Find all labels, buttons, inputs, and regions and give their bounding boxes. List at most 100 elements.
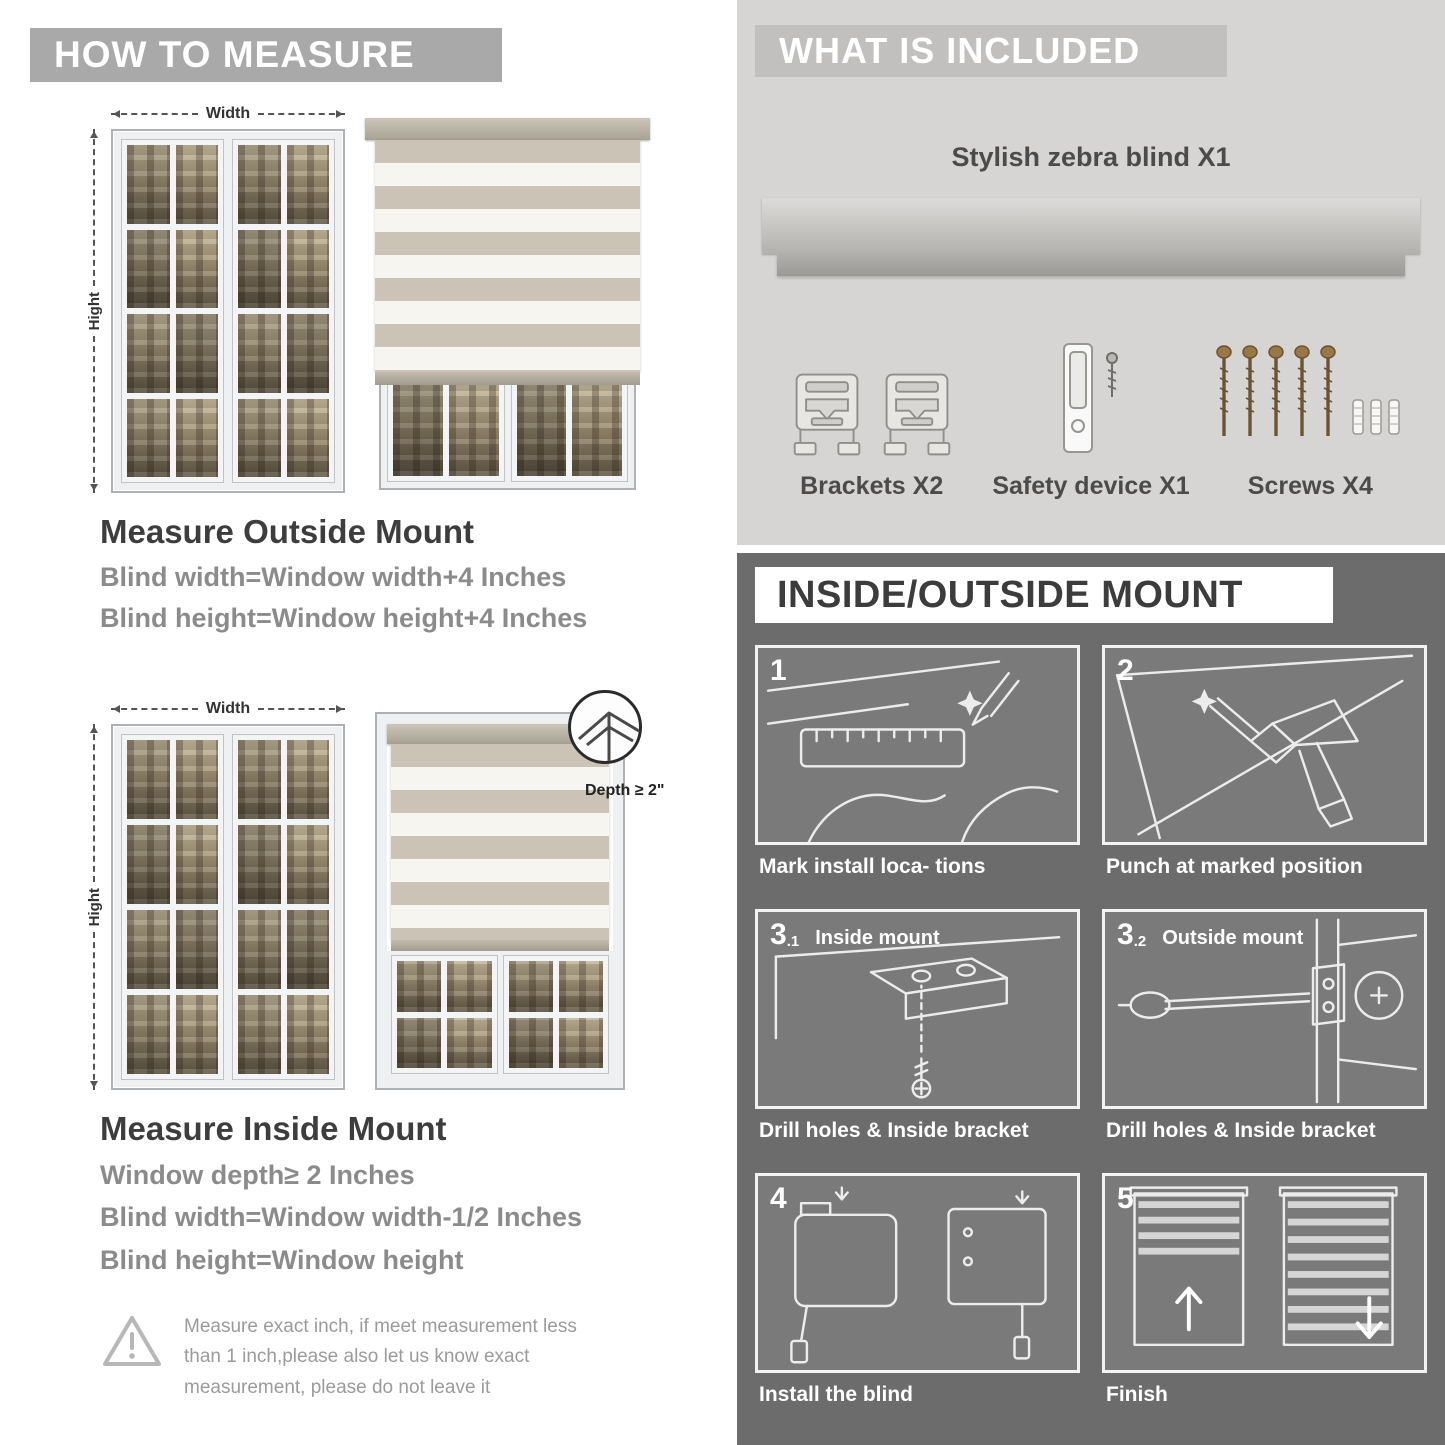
window-pane [238, 314, 281, 393]
screws-label: Screws X4 [1247, 472, 1373, 500]
step-2: 2 [1102, 645, 1427, 879]
window-pane [508, 961, 553, 1012]
window-pane [175, 825, 218, 904]
window-pane [397, 1017, 442, 1068]
window-pane [175, 145, 218, 224]
how-to-measure-header: HOW TO MEASURE [30, 28, 502, 82]
measurement-warning: Measure exact inch, if meet measurement … [100, 1312, 577, 1403]
step-number-sub: .1 [786, 933, 800, 950]
window-pane [286, 740, 329, 819]
step-1-head: 1 [770, 656, 803, 686]
blind-bottom-rail [391, 940, 609, 951]
window-pane [397, 961, 442, 1012]
window-sash [121, 734, 224, 1080]
depth-zoom-circle [568, 690, 642, 764]
step-2-head: 2 [1117, 656, 1150, 686]
outside-mount-title: Measure Outside Mount [100, 513, 475, 550]
zebra-blind-headrail-lip [777, 254, 1405, 276]
window-sash [232, 734, 335, 1080]
inside-outside-mount-section: INSIDE/OUTSIDE MOUNT 1 [737, 553, 1445, 1445]
included-items-row: Brackets X2 [762, 322, 1420, 501]
width-arrow-line-left [111, 705, 198, 713]
window-pane [286, 229, 329, 308]
height-arrow-line-bottom [90, 932, 98, 1091]
window-pane [558, 1017, 603, 1068]
window-frame [111, 724, 345, 1090]
step-title: Outside mount [1162, 927, 1304, 949]
window-pane [286, 995, 329, 1074]
width-arrow-line-right [258, 110, 345, 118]
width-label: Width [205, 700, 251, 717]
window-pane [238, 825, 281, 904]
inside-mount-formula-height: Blind height=Window height [100, 1245, 464, 1275]
bracket-icon [793, 373, 860, 456]
window-pane [127, 229, 170, 308]
drill-illustration [1115, 654, 1414, 840]
width-arrow: Width [111, 105, 345, 123]
outside-mount-blind-illustration [365, 118, 650, 490]
window-pane [238, 145, 281, 224]
window-pane [286, 145, 329, 224]
zebra-shade [391, 744, 609, 940]
included-item-brackets: Brackets X2 [762, 322, 981, 501]
window-pane [175, 910, 218, 989]
what-is-included-header: WHAT IS INCLUDED [755, 25, 1227, 77]
outside-mount-formula-width: Blind width=Window width+4 Inches [100, 562, 567, 592]
warning-text: Measure exact inch, if meet measurement … [184, 1312, 577, 1403]
window-behind-blind [387, 951, 613, 1078]
blind-bottom-rail [375, 372, 640, 385]
depth-requirement-label: Depth ≥ 2" [585, 782, 665, 799]
outside-bracket-illustration [1117, 918, 1418, 1104]
width-arrow-line-left [111, 110, 198, 118]
product-label: Stylish zebra blind X1 [951, 142, 1231, 172]
window-pane [516, 382, 567, 476]
inside-mount-depth-line: Window depth≥ 2 Inches [100, 1160, 415, 1190]
what-is-included-section: WHAT IS INCLUDED Stylish zebra blind X1 [737, 0, 1445, 545]
width-arrow: Width [111, 700, 345, 718]
window-pane [238, 398, 281, 477]
safety-device-label: Safety device X1 [992, 472, 1190, 500]
height-arrow-line-bottom [90, 336, 98, 494]
window-pane [127, 825, 170, 904]
window-pane [175, 740, 218, 819]
window-pane [127, 910, 170, 989]
warning-line: measurement, please do not leave it [184, 1376, 491, 1398]
step-1-caption: Mark install loca- tions [759, 855, 986, 878]
window-sash [232, 139, 335, 483]
window-pane [286, 398, 329, 477]
window-pane [175, 995, 218, 1074]
screws-and-anchors-icon [1215, 344, 1401, 438]
window-pane [127, 314, 170, 393]
zebra-blind-headrail [762, 198, 1420, 254]
height-label: Hight [85, 291, 103, 331]
window-pane [238, 910, 281, 989]
window-pane [175, 229, 218, 308]
step-number: 3 [1117, 918, 1134, 951]
step-5-head: 5 [1117, 1184, 1150, 1214]
inside-bracket-illustration [774, 936, 1061, 1099]
step-5-panel: 5 [1102, 1173, 1427, 1373]
screw-icons [1210, 322, 1410, 460]
how-to-measure-title: HOW TO MEASURE [54, 34, 415, 75]
step-title: Inside mount [815, 927, 940, 949]
window-pane [175, 398, 218, 477]
inside-mount-formula-width: Blind width=Window width-1/2 Inches [100, 1202, 583, 1232]
step-5: 5 [1102, 1173, 1427, 1407]
mount-section-header: INSIDE/OUTSIDE MOUNT [755, 567, 1333, 623]
screw-icon [1105, 352, 1118, 397]
what-is-included-title: WHAT IS INCLUDED [779, 30, 1141, 71]
window-pane [175, 314, 218, 393]
step-4-head: 4 [770, 1184, 803, 1214]
window-sash [391, 955, 498, 1074]
step-1: 1 Ma [755, 645, 1080, 879]
zebra-shade [375, 140, 640, 372]
window-pane [286, 910, 329, 989]
window-pane [508, 1017, 553, 1068]
window-pane [127, 398, 170, 477]
